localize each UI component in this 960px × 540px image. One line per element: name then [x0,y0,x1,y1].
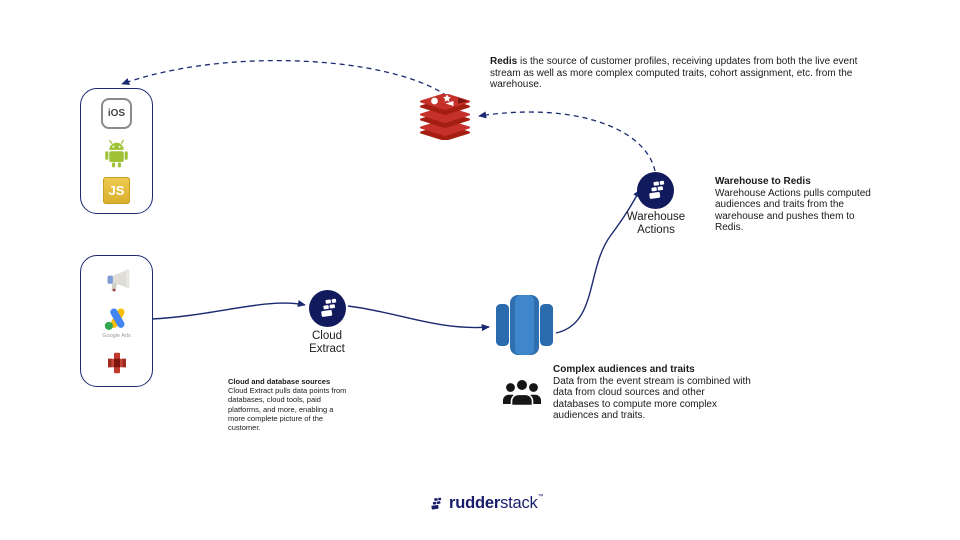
rudderstack-icon [644,179,667,202]
cloud-sources-box: Google Ads [80,255,153,387]
note-body: Data from the event stream is combined w… [553,375,751,422]
warehouse-actions-node [637,172,674,209]
ios-icon: iOS [101,98,132,130]
google-ads-label: Google Ads [102,333,131,339]
warehouse-to-redis-note: Warehouse to Redis Warehouse Actions pul… [715,176,877,234]
arrow-redis-to-events [121,59,448,97]
rudderstack-logo: rudderstack™ [428,494,544,513]
warehouse-actions-label: Warehouse Actions [626,211,686,236]
warehouse-icon [496,295,553,355]
redis-note-lead: Redis [490,56,518,67]
arrow-wa-to-redis [478,111,656,172]
arrow-cloudextract-to-warehouse [347,305,490,332]
complex-audiences-note: Complex audiences and traits Data from t… [553,364,753,422]
redshift-icon [107,352,126,373]
redis-note: Redis is the source of customer profiles… [490,56,865,91]
note-title: Warehouse to Redis [715,176,811,187]
ios-label: iOS [107,108,126,120]
google-ads-item: Google Ads [102,306,132,339]
note-title: Complex audiences and traits [553,364,695,375]
google-ads-icon [104,308,125,330]
megaphone-icon [107,268,130,291]
event-stream-sources-box: iOS JS [80,88,153,214]
redis-note-body: is the source of customer profiles, rece… [490,56,858,90]
audience-icon [503,378,541,407]
note-body: Cloud Extract pulls data points from dat… [228,386,347,433]
android-icon [105,139,128,167]
note-title: Cloud and database sources [228,377,331,386]
redis-logo [420,94,470,140]
cloud-extract-node [309,290,346,327]
rudderstack-icon [316,297,339,320]
note-body: Warehouse Actions pulls computed audienc… [715,187,871,234]
rudderstack-wordmark: rudderstack™ [449,494,544,512]
javascript-icon: JS [103,176,130,204]
arrow-sources-to-cloudextract [150,299,306,320]
rudderstack-logo-icon [428,496,443,512]
js-label: JS [108,182,125,198]
trademark: ™ [537,494,544,500]
cloud-sources-note: Cloud and database sources Cloud Extract… [228,377,350,432]
cloud-extract-label: Cloud Extract [309,330,345,355]
